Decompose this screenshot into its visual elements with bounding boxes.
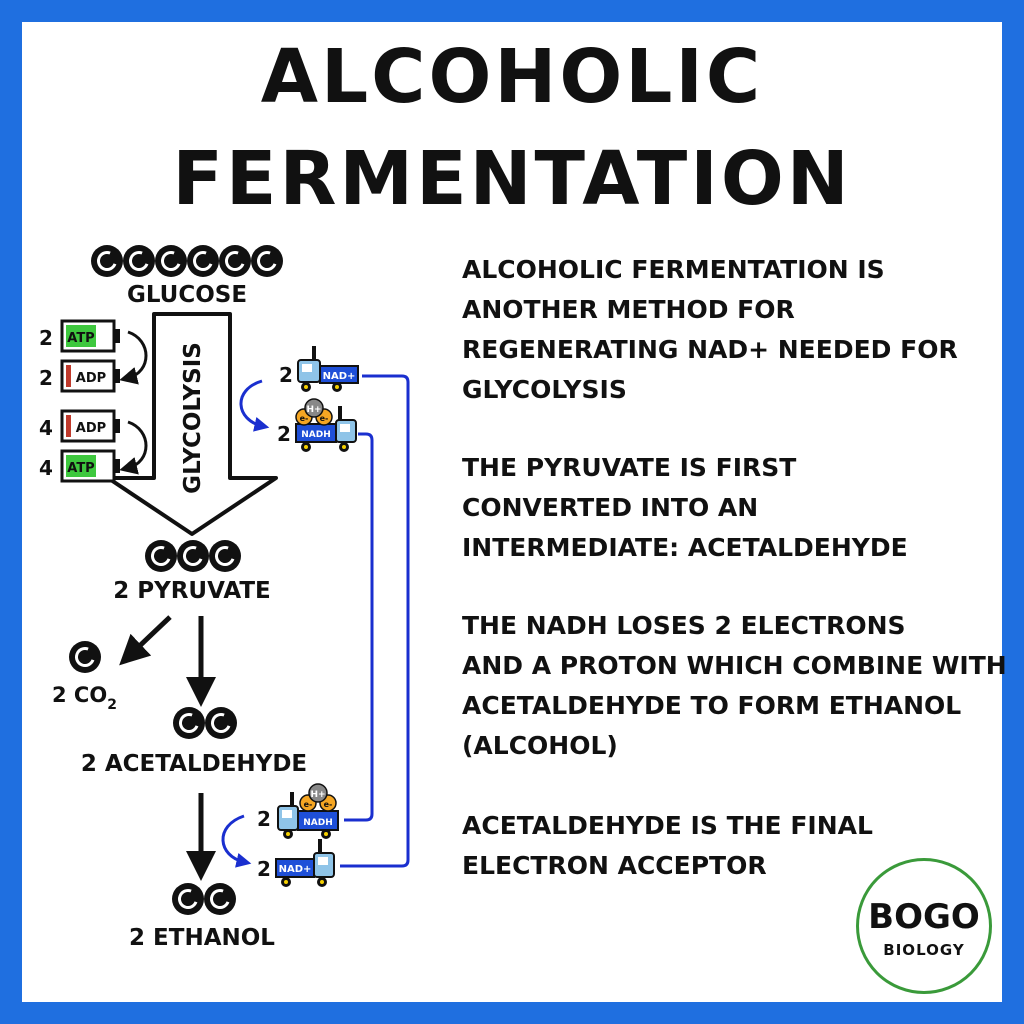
paragraph-2: THE PYRUVATE IS FIRST CONVERTED INTO AN …: [462, 448, 908, 568]
carbon-atom: [187, 245, 219, 277]
count-2-top: 2: [39, 326, 53, 350]
nad-label: NAD+: [279, 864, 312, 875]
carbon-atom: [172, 883, 204, 915]
truck-nadh-top: 2 NADH H+ e- e-: [277, 398, 357, 452]
electron-label: e-: [324, 800, 333, 809]
paragraph-line: ACETALDEHYDE TO FORM ETHANOL: [462, 691, 962, 720]
paragraph-line: CONVERTED INTO AN: [462, 493, 759, 522]
ethanol-carbons: [172, 883, 236, 915]
title-line-2: FERMENTATION: [172, 136, 852, 222]
carbon-atom: [173, 707, 205, 739]
carbon-atom: [155, 245, 187, 277]
count-2: 2: [277, 422, 291, 446]
battery-atp-1: 2 ATP: [39, 319, 120, 353]
nad-to-nadh-arrow: [239, 379, 270, 432]
paragraph-line: ELECTRON ACCEPTOR: [462, 851, 767, 880]
carbon-atom: [251, 245, 283, 277]
paragraph-line: THE NADH LOSES 2 ELECTRONS: [462, 611, 906, 640]
electron-label: e-: [304, 800, 313, 809]
truck-nad-top: 2 NAD+: [279, 346, 359, 392]
adp-to-atp-arrow: [119, 420, 148, 475]
electron-label: e-: [300, 414, 309, 423]
bogo-biology-logo: BOGO BIOLOGY: [856, 858, 992, 994]
paragraph-line: ALCOHOLIC FERMENTATION IS: [462, 255, 885, 284]
count-4-top: 4: [39, 416, 53, 440]
count-2: 2: [279, 363, 293, 387]
adp-label: ADP: [76, 371, 106, 386]
truck-nadh-bottom: 2 NADH H+ e- e-: [257, 783, 339, 839]
count-2-bottom: 2: [39, 366, 53, 390]
carbon-atom: [205, 707, 237, 739]
atp-to-adp-arrow: [119, 330, 148, 385]
carbon-atom: [145, 540, 177, 572]
carbon-atom: [123, 245, 155, 277]
acetaldehyde-label: 2 ACETALDEHYDE: [81, 751, 307, 777]
carbon-atom: [69, 641, 101, 673]
battery-adp-1: 2 ADP: [39, 359, 120, 393]
count-4-bottom: 4: [39, 456, 53, 480]
paragraph-line: AND A PROTON WHICH COMBINE WITH: [462, 651, 1007, 680]
paragraph-line: ACETALDEHYDE IS THE FINAL: [462, 811, 873, 840]
nad-cycle-line: [340, 374, 410, 868]
proton-label: H+: [306, 405, 321, 415]
paragraph-line: ANOTHER METHOD FOR: [462, 295, 795, 324]
count-2: 2: [257, 857, 271, 881]
title-line-1: ALCOHOLIC: [260, 34, 764, 120]
atp-label: ATP: [67, 331, 94, 346]
proton-label: H+: [310, 790, 325, 800]
paragraph-line: THE PYRUVATE IS FIRST: [462, 453, 797, 482]
glycolysis-arrow: [106, 312, 278, 536]
carbon-atom: [204, 883, 236, 915]
count-2: 2: [257, 807, 271, 831]
glycolysis-label: GLYCOLYSIS: [180, 342, 206, 494]
paragraph-line: GLYCOLYSIS: [462, 375, 627, 404]
logo-bogo-text: BOGO: [868, 897, 980, 937]
nad-label: NAD+: [323, 371, 356, 382]
nadh-label: NADH: [303, 818, 333, 828]
electron-label: e-: [320, 414, 329, 423]
carbon-atom: [209, 540, 241, 572]
paragraph-line: INTERMEDIATE: ACETALDEHYDE: [462, 533, 908, 562]
paragraph-line: (ALCOHOL): [462, 731, 618, 760]
adp-label: ADP: [76, 421, 106, 436]
logo-biology-text: BIOLOGY: [883, 941, 965, 959]
co2-label: 2 CO2: [52, 683, 117, 713]
truck-nad-bottom: 2 NAD+: [257, 839, 335, 887]
pyruvate-to-co2-arrow: [119, 615, 172, 666]
ethanol-label: 2 ETHANOL: [129, 925, 275, 951]
nadh-to-nad-arrow: [221, 814, 252, 868]
paragraph-4: ACETALDEHYDE IS THE FINAL ELECTRON ACCEP…: [462, 806, 873, 886]
nadh-cycle-line: [344, 432, 374, 822]
paragraph-line: REGENERATING NAD+ NEEDED FOR: [462, 335, 958, 364]
atp-label: ATP: [67, 461, 94, 476]
glucose-carbons: [91, 245, 283, 277]
acetaldehyde-carbons: [173, 707, 237, 739]
nadh-label: NADH: [301, 430, 331, 440]
carbon-atom: [91, 245, 123, 277]
glucose-label: GLUCOSE: [127, 282, 247, 308]
pyruvate-carbons: [145, 540, 241, 572]
paragraph-1: ALCOHOLIC FERMENTATION IS ANOTHER METHOD…: [462, 250, 958, 410]
pyruvate-label: 2 PYRUVATE: [113, 578, 271, 604]
battery-atp-2: 4 ATP: [39, 449, 120, 483]
carbon-atom: [219, 245, 251, 277]
paragraph-3: THE NADH LOSES 2 ELECTRONS AND A PROTON …: [462, 606, 1007, 766]
carbon-atom: [177, 540, 209, 572]
battery-adp-2: 4 ADP: [39, 409, 120, 443]
